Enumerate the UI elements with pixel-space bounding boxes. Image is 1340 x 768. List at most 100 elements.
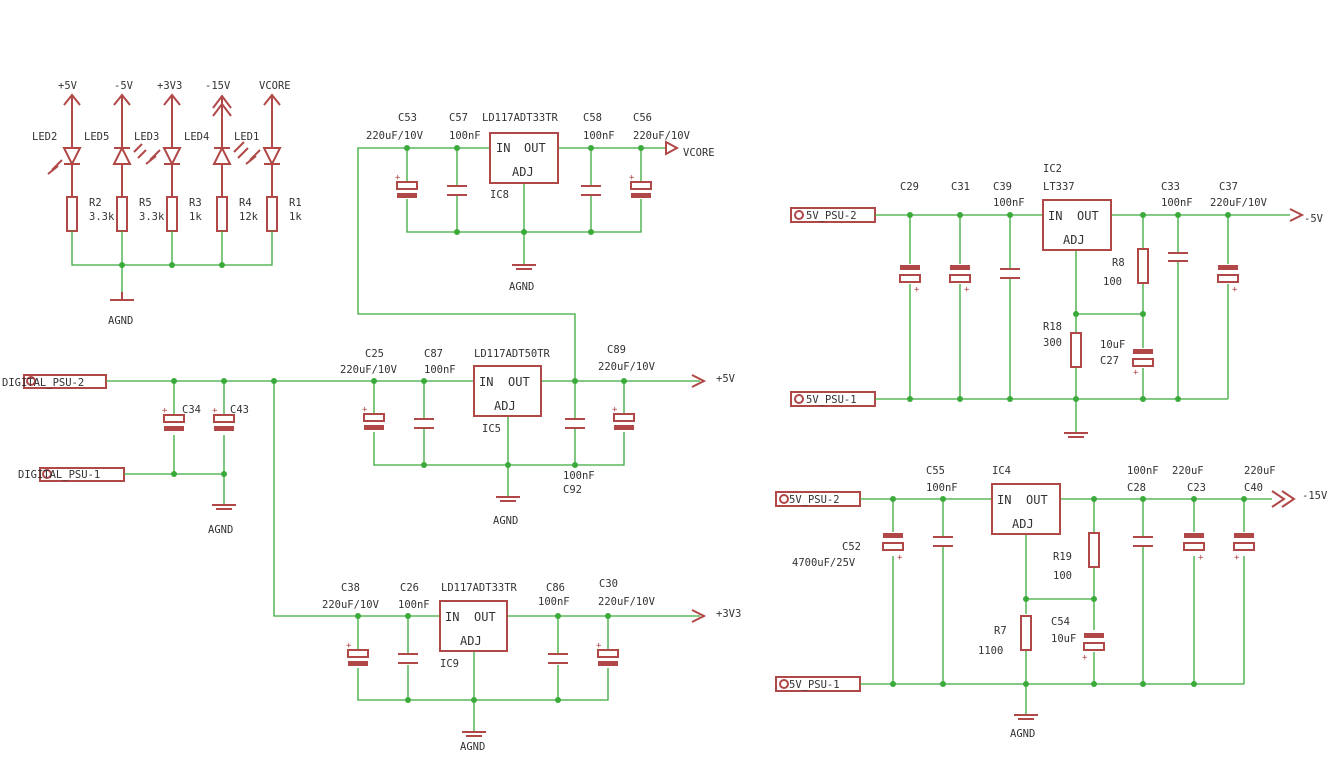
ground-label: AGND — [108, 315, 133, 327]
junction — [907, 396, 913, 402]
c30-ref: C30 — [599, 578, 618, 590]
junction — [219, 262, 225, 268]
capacitor-c52: + — [882, 533, 904, 563]
svg-text:IN: IN — [445, 610, 459, 624]
junction — [371, 378, 377, 384]
svg-text:+: + — [1082, 653, 1088, 663]
junction — [890, 496, 896, 502]
ground-label: AGND — [509, 281, 534, 293]
svg-text:+: + — [612, 405, 618, 415]
p5v-output-arrow-icon — [691, 374, 707, 388]
c53-ref: C53 — [398, 112, 417, 124]
capacitor-c40: + — [1233, 533, 1255, 563]
svg-text:+: + — [1232, 285, 1238, 295]
rail-label-vcore: VCORE — [259, 80, 291, 92]
resistor-r2-value: 3.3k — [89, 211, 115, 223]
resistor-r7 — [1020, 615, 1032, 651]
supply-arrow-m15v — [212, 94, 232, 124]
resistor-r8-ref: R8 — [1112, 257, 1125, 269]
junction — [521, 229, 527, 235]
connector-pin-icon — [794, 210, 804, 220]
ground-icon — [110, 292, 134, 301]
c23-value: 220uF — [1172, 465, 1204, 477]
svg-text:+: + — [212, 406, 218, 416]
c31-ref: C31 — [951, 181, 970, 193]
resistor-r7-value: 1100 — [978, 645, 1003, 657]
resistor-r18-value: 300 — [1043, 337, 1062, 349]
regulator-ic8: IN OUT ADJ — [489, 132, 559, 184]
capacitor-c23: + — [1183, 533, 1205, 563]
junction — [1007, 396, 1013, 402]
svg-text:ADJ: ADJ — [1063, 233, 1085, 247]
c39-ref: C39 — [993, 181, 1012, 193]
junction — [454, 229, 460, 235]
junction — [119, 262, 125, 268]
junction — [1140, 396, 1146, 402]
junction — [588, 229, 594, 235]
connector-digital-psu-2-label: DIGITAL_PSU-2 — [2, 377, 84, 389]
led-5-emission-icon — [133, 143, 147, 159]
led-ground-bus — [71, 231, 273, 292]
connector-digital-psu-1-label: DIGITAL_PSU-1 — [18, 469, 100, 481]
regulator-ic4: IN OUT ADJ — [991, 483, 1061, 535]
p3v3-cap-drops — [357, 616, 609, 653]
junction — [940, 681, 946, 687]
capacitor-c43: + — [212, 406, 235, 431]
junction — [1023, 681, 1029, 687]
junction — [1073, 311, 1079, 317]
capacitor-c26 — [398, 653, 418, 664]
p3v3-regulator-section: C38 220uF/10V C26 100nF LD117ADT33TR C86… — [273, 381, 741, 753]
junction — [1140, 681, 1146, 687]
p3v3-output-arrow-icon — [691, 609, 707, 623]
resistor-r5-ref: R5 — [139, 197, 152, 209]
junction — [1241, 496, 1247, 502]
vcore-output-label: VCORE — [683, 147, 715, 159]
ground-label: AGND — [493, 515, 518, 527]
ic2-part: LT337 — [1043, 181, 1075, 193]
supply-arrow-p3v3 — [163, 93, 181, 118]
junction — [1175, 396, 1181, 402]
c23-ref: C23 — [1187, 482, 1206, 494]
c26-value: 100nF — [398, 599, 430, 611]
c87-ref: C87 — [424, 348, 443, 360]
resistor-r18 — [1070, 332, 1082, 368]
c89-value: 220uF/10V — [598, 361, 656, 373]
junction — [471, 697, 477, 703]
resistor-r4-value: 12k — [239, 211, 259, 223]
resistor-r3 — [166, 196, 178, 232]
svg-text:+: + — [395, 173, 401, 183]
svg-text:ADJ: ADJ — [1012, 517, 1034, 531]
led-4-ref: LED4 — [184, 131, 209, 143]
c38-ref: C38 — [341, 582, 360, 594]
p3v3-input-wire — [273, 381, 440, 617]
c56-value: 220uF/10V — [633, 130, 691, 142]
resistor-r4-ref: R4 — [239, 197, 252, 209]
regulator-ic2: IN OUT ADJ — [1042, 199, 1112, 251]
svg-text:+: + — [964, 285, 970, 295]
junction — [1091, 681, 1097, 687]
resistor-r5-value: 3.3k — [139, 211, 165, 223]
vcore-cap-drops — [406, 148, 642, 185]
ground-icon — [512, 264, 536, 270]
m5v-divider-wires — [1075, 215, 1144, 433]
p5v-output-label: +5V — [716, 373, 736, 385]
connector-5v-psu-1-label: 5V_PSU-1 — [806, 394, 857, 406]
led-3-emission-icon — [145, 149, 161, 165]
junction — [421, 378, 427, 384]
junction — [1023, 596, 1029, 602]
svg-text:+: + — [596, 641, 602, 651]
c34-ref: C34 — [182, 404, 201, 416]
led-1-ref: LED1 — [234, 131, 259, 143]
junction — [1140, 496, 1146, 502]
c37-value: 220uF/10V — [1210, 197, 1268, 209]
junction — [940, 496, 946, 502]
resistor-r2 — [66, 196, 78, 232]
junction — [1191, 496, 1197, 502]
led-4-symbol — [212, 124, 232, 196]
c56-ref: C56 — [633, 112, 652, 124]
capacitor-c30: + — [596, 641, 619, 666]
c40-ref: C40 — [1244, 482, 1263, 494]
svg-text:+: + — [1234, 553, 1240, 563]
c43-ref: C43 — [230, 404, 249, 416]
regulator-ic5: IN OUT ADJ — [473, 365, 542, 417]
